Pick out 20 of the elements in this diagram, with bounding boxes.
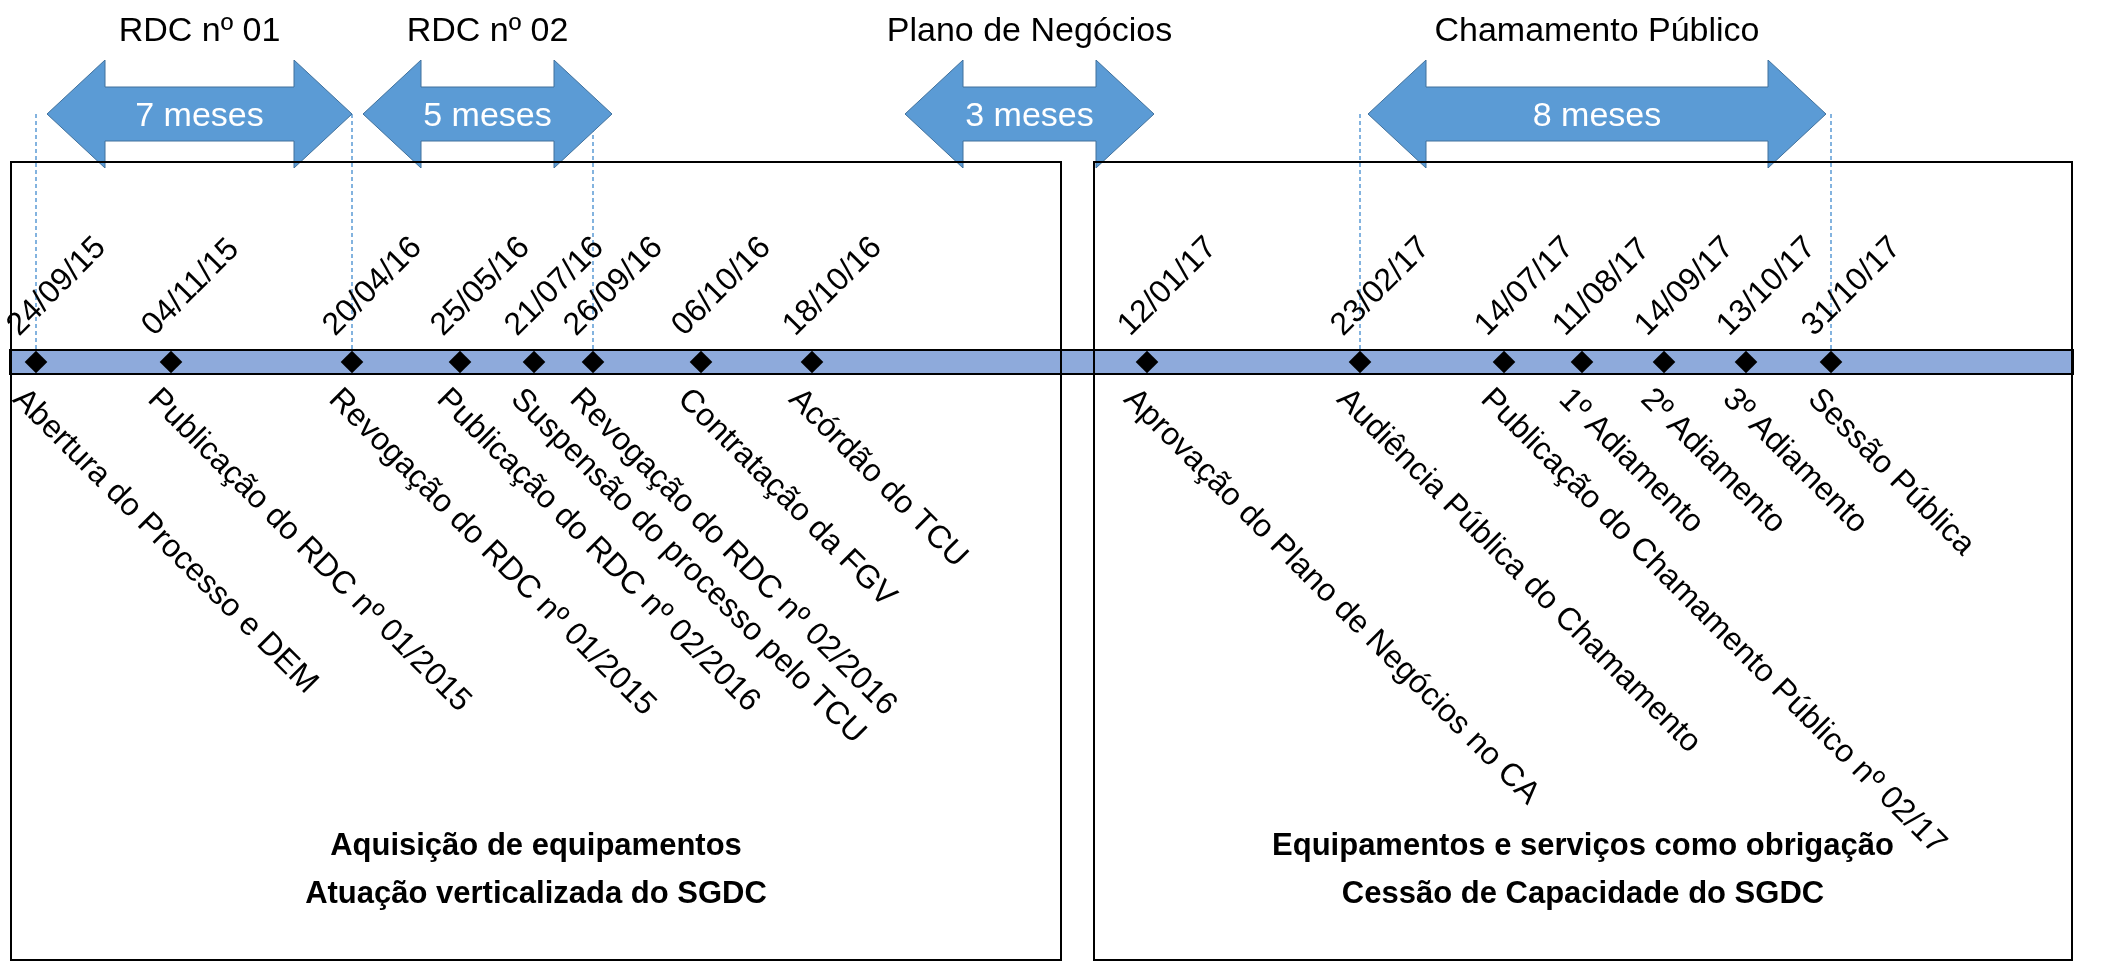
phase-panel — [1093, 161, 2073, 961]
duration-label: 8 meses — [1532, 94, 1662, 134]
phase-title: Chamamento Público — [1434, 10, 1760, 49]
duration-label: 7 meses — [135, 94, 264, 134]
guide-line — [35, 113, 37, 352]
panel-heading: Cessão de Capacidade do SGDC — [1341, 875, 1825, 911]
panel-heading: Atuação verticalizada do SGDC — [305, 875, 767, 911]
phase-title: RDC nº 01 — [118, 10, 281, 49]
phase-title: RDC nº 02 — [406, 10, 569, 49]
double-arrow — [363, 60, 612, 168]
guide-line — [1359, 113, 1361, 352]
double-arrow — [905, 60, 1154, 168]
duration-label: 5 meses — [423, 94, 552, 134]
panel-heading: Aquisição de equipamentos — [330, 827, 742, 863]
guide-line — [351, 113, 353, 352]
duration-label: 3 meses — [965, 94, 1094, 134]
double-arrow — [1368, 60, 1826, 168]
double-arrow — [47, 60, 352, 168]
guide-line — [1830, 113, 1832, 352]
phase-title: Plano de Negócios — [886, 10, 1173, 49]
